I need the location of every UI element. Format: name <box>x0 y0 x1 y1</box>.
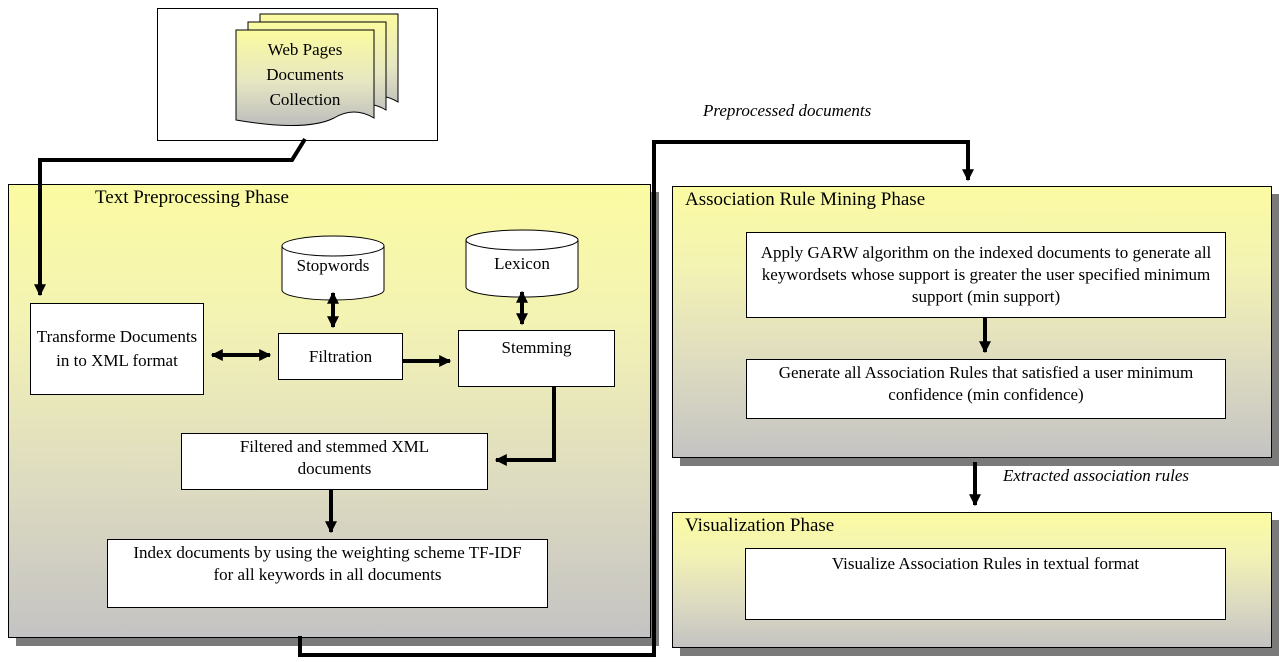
filtration-label: Filtration <box>308 346 373 366</box>
garw-box: Apply GARW algorithm on the indexed docu… <box>746 232 1226 318</box>
source-label-line-2: Documents <box>266 65 344 84</box>
lexicon-database-icon <box>465 229 579 298</box>
extracted-rules-label: Extracted association rules <box>1003 466 1190 485</box>
arrow-source-to-transform <box>34 137 307 297</box>
filtered-documents-label: Filtered and stemmed XML documents <box>239 437 430 478</box>
transform-label: Transforme Documents in to XML format <box>36 327 198 370</box>
filtration-box: Filtration <box>278 333 403 380</box>
filtered-documents-box: Filtered and stemmed XML documents <box>181 433 488 490</box>
preprocessing-title: Text Preprocessing Phase <box>95 187 289 208</box>
generate-rules-label: Generate all Association Rules that sati… <box>778 363 1194 404</box>
index-documents-label: Index documents by using the weighting s… <box>133 543 522 584</box>
visualize-box: Visualize Association Rules in textual f… <box>745 548 1226 620</box>
stemming-label: Stemming <box>501 338 572 357</box>
source-label-line-1: Web Pages <box>267 40 343 59</box>
index-documents-box: Index documents by using the weighting s… <box>107 539 548 608</box>
source-label: Web Pages Documents Collection <box>236 37 374 112</box>
stemming-box: Stemming <box>458 330 615 387</box>
visualization-title: Visualization Phase <box>685 515 835 536</box>
stopwords-database-icon <box>281 235 385 301</box>
transform-box: Transforme Documents in to XML format <box>30 303 204 395</box>
visualize-label: Visualize Association Rules in textual f… <box>831 554 1140 573</box>
preprocessed-documents-label: Preprocessed documents <box>703 101 872 120</box>
garw-label: Apply GARW algorithm on the indexed docu… <box>760 243 1212 306</box>
mining-title: Association Rule Mining Phase <box>685 189 926 210</box>
arrow-preprocessing-to-mining <box>298 140 974 657</box>
stopwords-label: Stopwords <box>296 256 370 275</box>
lexicon-label: Lexicon <box>494 254 550 273</box>
arrow-stemming-to-filtered <box>494 387 556 466</box>
generate-rules-box: Generate all Association Rules that sati… <box>746 359 1226 419</box>
source-label-line-3: Collection <box>269 90 341 109</box>
